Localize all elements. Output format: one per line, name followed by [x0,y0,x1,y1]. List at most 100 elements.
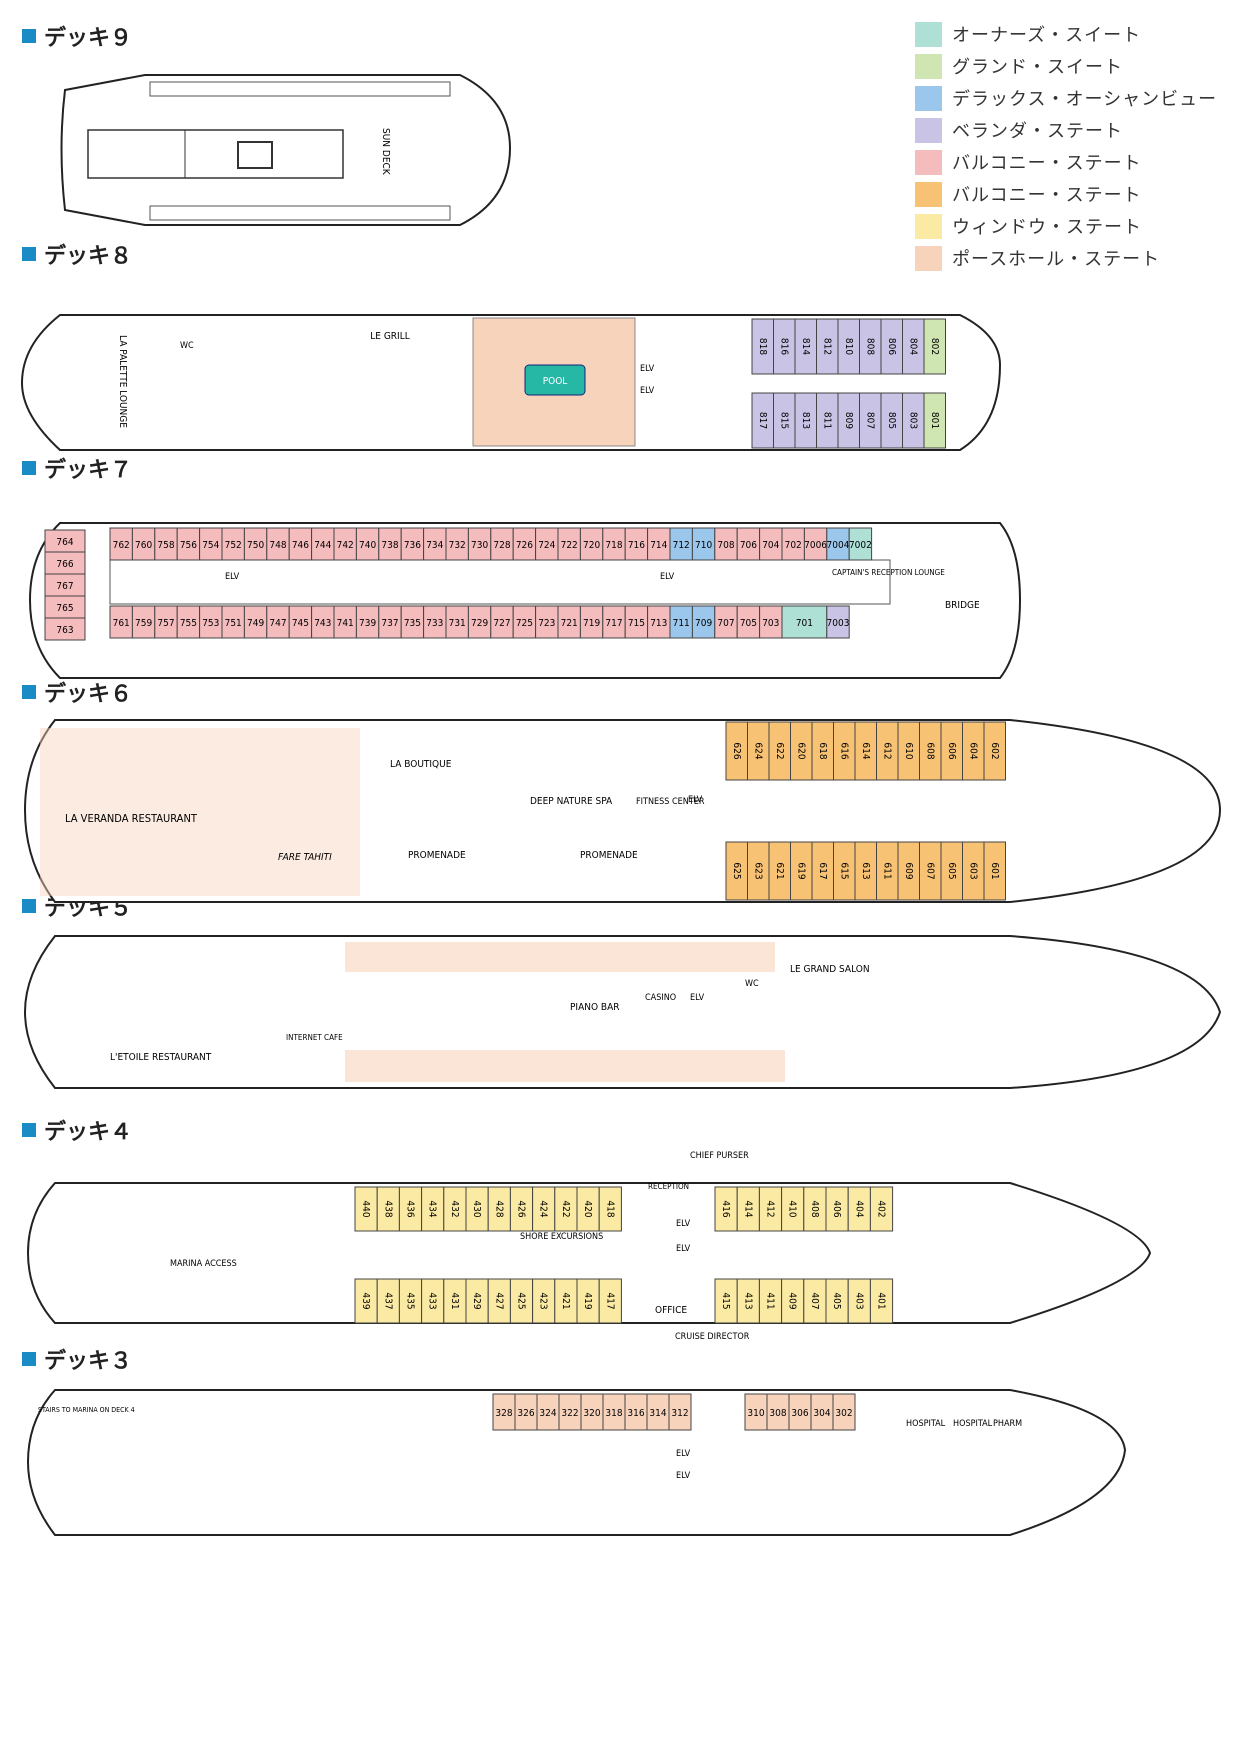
cabin-number: 809 [843,412,854,429]
legend-swatch [915,181,942,207]
cabin[interactable] [826,605,850,639]
legend-swatch [915,53,942,79]
legend-swatch [915,245,942,271]
cabin-number: 724 [538,540,555,551]
cabin-number: 318 [605,1408,622,1419]
cabin-number: 750 [247,540,264,551]
deck-7-lounge-label: CAPTAIN'S RECEPTION LOUNGE [832,568,945,577]
cabin-number: 754 [202,540,219,551]
cabin-number: 608 [924,742,935,759]
cabin-number: 744 [314,540,331,551]
cabin-number: 416 [720,1200,731,1217]
cabin[interactable] [923,392,946,449]
cabin-number: 705 [740,618,757,629]
cabin[interactable] [668,1393,692,1431]
elv-label: ELV [640,364,655,374]
deck-5-internet-label: INTERNET CAFE [286,1033,343,1042]
deck-5-piano-label: PIANO BAR [570,1002,619,1013]
cabin-number: 716 [628,540,645,551]
bullet-square-icon [22,1123,36,1137]
cabin[interactable] [44,617,86,641]
cabin[interactable] [598,1186,622,1232]
cabin[interactable] [869,1186,894,1232]
cabin[interactable] [983,721,1006,781]
elv-label: ELV [676,1449,691,1459]
deck-7-bridge-label: BRIDGE [945,600,980,611]
cabin-number: 410 [787,1200,798,1217]
cabin-number: 407 [809,1292,820,1309]
cabin[interactable] [781,605,828,639]
legend-entry: ポースホール・ステート [915,242,1217,274]
cabin-number: 607 [924,862,935,879]
cabin-number: 702 [785,540,802,551]
cabin-number: 618 [817,742,828,759]
cabin-number: 414 [742,1200,753,1217]
cabin-number: 726 [516,540,533,551]
cabin[interactable] [598,1278,622,1324]
cabin-number: 312 [671,1408,688,1419]
deck-3-title: デッキ３ [22,1343,132,1375]
cabin-number: 813 [800,412,811,429]
cabin-number: 731 [449,618,466,629]
cabin-number: 614 [860,742,871,759]
cabin-number: 704 [762,540,779,551]
cabin-number: 440 [360,1200,371,1217]
cabin-number: 760 [135,540,152,551]
bullet-square-icon [22,1352,36,1366]
cabin-number: 621 [774,862,785,879]
deck-9-sunbed-row-bottom [149,205,451,221]
cabin-number: 707 [717,618,734,629]
deck-7-plan: ELV ELV CAPTAIN'S RECEPTION LOUNGE BRIDG… [28,522,1022,679]
cabin-number: 626 [731,742,742,759]
cabin[interactable] [832,1393,856,1431]
cabin-number: 756 [180,540,197,551]
cabin[interactable] [923,318,946,375]
elv-label: ELV [225,572,240,582]
cabin-number: 719 [583,618,600,629]
deck-3-plan: STAIRS TO MARINA ON DECK 4 HOSPITAL HOSP… [26,1389,1127,1536]
elv-label: ELV [640,386,655,396]
cabin-number: 604 [967,742,978,759]
cabin[interactable] [848,527,873,561]
cabin-number: 703 [762,618,779,629]
elv-label: ELV [676,1471,691,1481]
cabin-number: 401 [876,1292,887,1309]
cabin-number: 610 [903,742,914,759]
deck-5-salon-label: LE GRAND SALON [790,964,870,975]
cabin-number: 711 [673,618,690,629]
cabin[interactable] [869,1278,894,1324]
cabin-number: 712 [673,540,690,551]
elv-label: ELV [660,572,675,582]
legend-entry: ウィンドウ・ステート [915,210,1217,242]
cabin-number: 748 [269,540,286,551]
cabin-number: 409 [787,1292,798,1309]
cabin-number: 733 [426,618,443,629]
deck-6-title: デッキ６ [22,676,132,708]
cabin-number: 427 [493,1292,504,1309]
cabin-number: 722 [561,540,578,551]
deck-5-casino-label: CASINO [645,993,676,1003]
cabin-number: 729 [471,618,488,629]
deck-6-promenade-label: PROMENADE [580,850,638,861]
cabin-number: 805 [886,412,897,429]
deck-4-reception-label: RECEPTION [648,1182,689,1191]
cabin-legend: オーナーズ・スイート グランド・スイート デラックス・オーシャンビュー ベランダ… [915,18,1217,274]
cabin-number: 606 [946,742,957,759]
cabin-number: 812 [821,338,832,355]
legend-entry: グランド・スイート [915,50,1217,82]
cabin-number: 738 [381,540,398,551]
deck-3-stairs-label: STAIRS TO MARINA ON DECK 4 [38,1406,135,1414]
cabin-number: 759 [135,618,152,629]
cabin[interactable] [983,841,1006,901]
deck-5-promenade [345,942,775,972]
legend-swatch [915,117,942,143]
deck-8-plan: POOL LE GRILL LA PALETTE LOUNGE ELV ELV … [20,314,1002,451]
cabin-number: 609 [903,862,914,879]
deck-6-spa-label: DEEP NATURE SPA [530,796,613,807]
cabin-number: 422 [560,1200,571,1217]
cabin-number: 717 [605,618,622,629]
cabin-number: 423 [538,1292,549,1309]
deck-8-pool [524,364,586,396]
cabin-number: 713 [650,618,667,629]
